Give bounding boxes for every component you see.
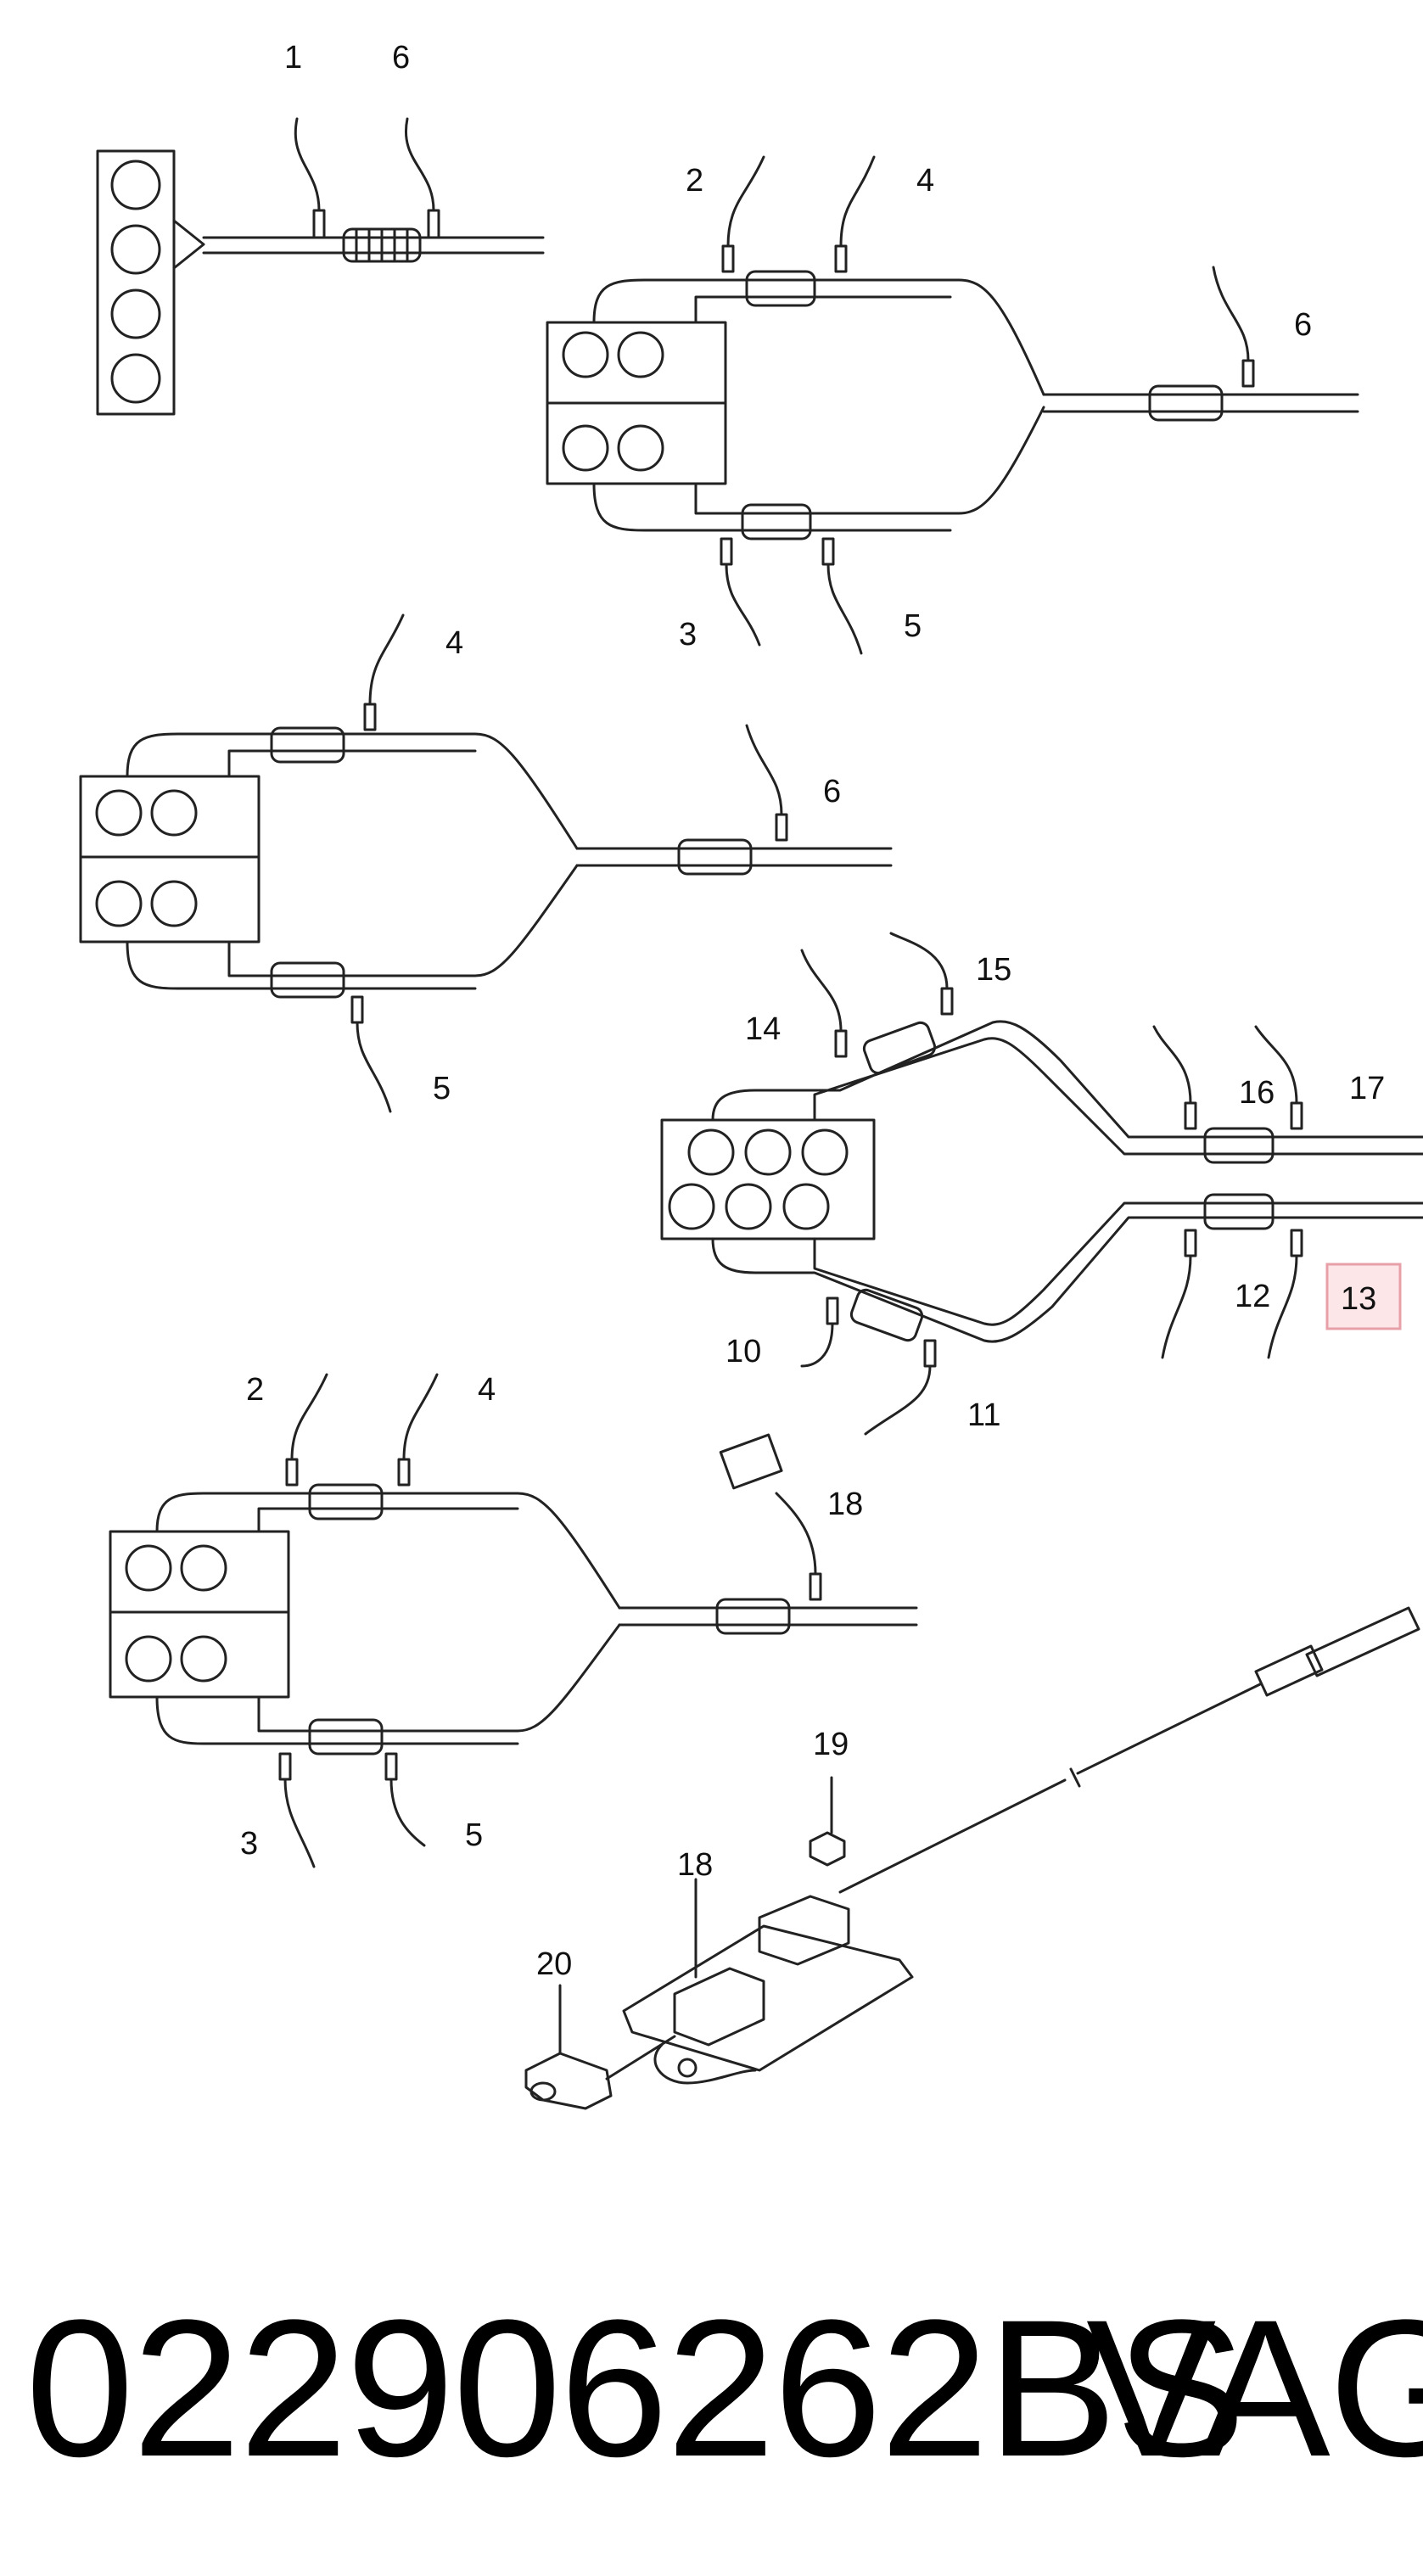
control-unit-18-small xyxy=(719,1433,783,1490)
callouts-d3: 4 6 5 xyxy=(433,625,841,1106)
callouts-d6: 19 18 20 xyxy=(536,1727,849,1982)
callout-label: 4 xyxy=(478,1372,496,1408)
callout-label: 5 xyxy=(904,608,922,644)
callout-label: 11 xyxy=(967,1397,1000,1433)
sensor-4c xyxy=(363,613,405,731)
sensor-3 xyxy=(720,537,761,647)
callout-label: 14 xyxy=(745,1011,781,1047)
diagram-v6-engine xyxy=(660,932,1423,1436)
callout-label: 3 xyxy=(679,617,697,652)
engine-block xyxy=(96,149,176,416)
cat-lower xyxy=(741,503,812,540)
sensor-4 xyxy=(834,155,876,273)
callout-label: 20 xyxy=(536,1946,572,1982)
sensor-probe xyxy=(1305,1606,1420,1677)
connector-block xyxy=(673,1967,765,2047)
callout-label: 5 xyxy=(433,1071,451,1106)
sensor-14 xyxy=(800,949,848,1058)
sensor-cable xyxy=(838,1683,1262,1894)
sensor-10 xyxy=(800,1296,839,1368)
engine-block xyxy=(109,1530,290,1699)
sensor-6b xyxy=(1212,266,1255,388)
callout-label: 16 xyxy=(1239,1075,1275,1111)
callout-label: 6 xyxy=(1294,307,1312,343)
callout-label: 19 xyxy=(813,1727,849,1762)
brand-name: VAG xyxy=(1086,2279,1423,2497)
sensor-5 xyxy=(821,537,863,655)
callout-label: 1 xyxy=(284,40,302,76)
callout-label: 6 xyxy=(823,774,841,809)
cylinders xyxy=(110,160,161,404)
diagram-inline-4-cyl xyxy=(96,117,545,416)
tail-pipe xyxy=(1042,393,1359,413)
callout-label: 12 xyxy=(1235,1279,1270,1314)
callout-label: 2 xyxy=(246,1372,264,1408)
callouts-d1: 1 6 xyxy=(284,40,410,76)
sensor-6 xyxy=(405,117,440,239)
nut-19 xyxy=(809,1776,846,1867)
cat-tail xyxy=(1148,384,1224,422)
sensor-17 xyxy=(1254,1025,1303,1130)
callout-label: 4 xyxy=(445,625,463,661)
callouts-d4: 15 14 16 17 12 13 10 11 xyxy=(726,952,1402,1433)
diagram-v-engine-middle xyxy=(79,613,893,1113)
engine-block xyxy=(79,775,261,944)
diagram-v-engine-top xyxy=(546,155,1359,655)
callout-label: 2 xyxy=(686,163,703,199)
callout-label: 18 xyxy=(677,1847,713,1883)
exhaust-pipe xyxy=(202,236,545,255)
upper-pipe xyxy=(592,278,1045,396)
callout-label: 3 xyxy=(240,1826,258,1862)
sensor-3e xyxy=(278,1752,316,1868)
callout-label: 15 xyxy=(976,952,1011,988)
callout-label: 6 xyxy=(392,40,410,76)
control-unit-18 xyxy=(622,1924,914,2072)
part-number: 022906262BS xyxy=(25,2279,1246,2497)
callouts-d2: 2 4 6 3 5 xyxy=(679,163,1312,652)
sensor-4e xyxy=(397,1373,439,1487)
sensor-15 xyxy=(889,932,954,1016)
diagram-nox-sensor-assembly xyxy=(524,1606,1420,2110)
callout-label: 17 xyxy=(1349,1071,1385,1106)
connector-plug-20 xyxy=(524,1984,676,2110)
lower-pipe xyxy=(592,406,1045,532)
sensor-6c xyxy=(745,724,788,842)
callout-highlight-box xyxy=(1325,1263,1402,1330)
sensor-18e xyxy=(775,1492,822,1601)
sensor-2 xyxy=(721,155,765,273)
callout-label: 18 xyxy=(827,1487,863,1522)
sensor-5c xyxy=(350,995,392,1113)
sensor-13 xyxy=(1267,1229,1303,1359)
callout-label: 10 xyxy=(726,1334,761,1369)
exhaust-manifold xyxy=(172,219,205,270)
callouts-d5: 2 4 18 3 5 xyxy=(240,1372,863,1862)
sensor-12 xyxy=(1161,1229,1197,1359)
sensor-1 xyxy=(294,117,326,239)
callout-label: 4 xyxy=(916,163,934,199)
sensor-11 xyxy=(864,1339,937,1436)
callout-label-highlighted: 13 xyxy=(1341,1281,1376,1317)
sensor-16 xyxy=(1152,1025,1197,1130)
callout-label: 5 xyxy=(465,1817,483,1853)
cat-upper xyxy=(745,270,816,307)
sensor-2e xyxy=(285,1373,328,1487)
engine-block xyxy=(660,1118,876,1240)
sensor-5e xyxy=(384,1752,426,1847)
diagram-v-engine-lower xyxy=(109,1373,918,1868)
